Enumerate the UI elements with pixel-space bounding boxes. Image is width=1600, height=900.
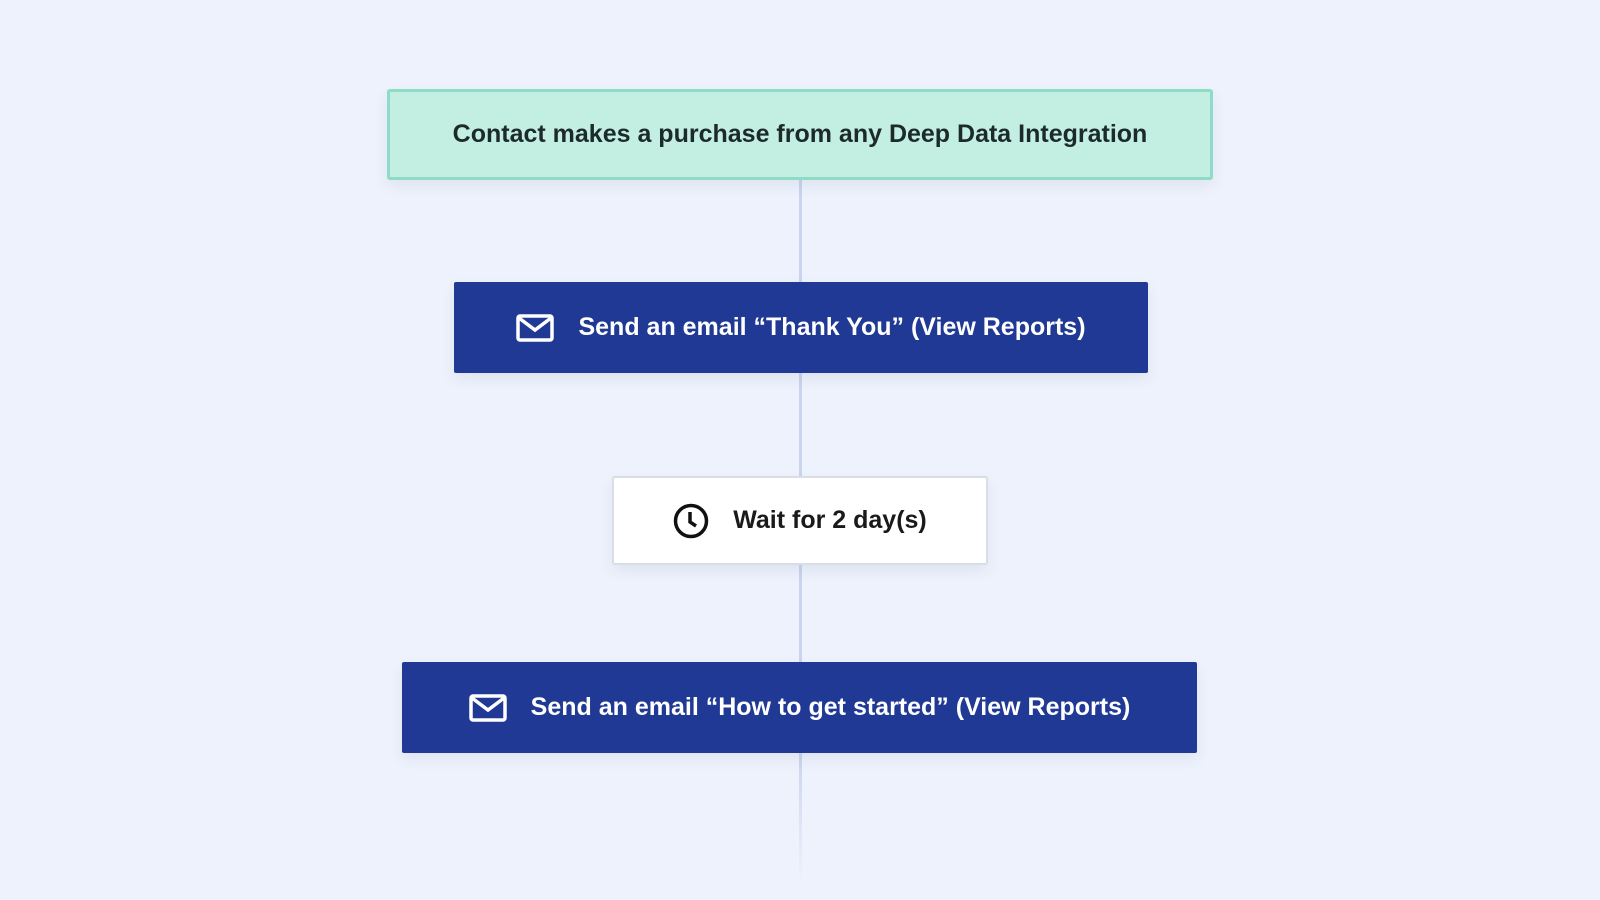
connector-line [799,565,802,662]
email-step-thank-you[interactable]: Send an email “Thank You” (View Reports) [454,282,1148,373]
connector-line [799,373,802,476]
wait-step-label: Wait for 2 day(s) [733,506,927,534]
connector-line [799,753,802,883]
clock-icon [673,503,709,539]
envelope-icon [516,313,555,342]
email-step-label: Send an email “Thank You” (View Reports) [578,313,1086,341]
email-step-how-to-get-started[interactable]: Send an email “How to get started” (View… [402,662,1197,753]
email-step-label: Send an email “How to get started” (View… [530,693,1131,721]
wait-step[interactable]: Wait for 2 day(s) [612,476,988,565]
trigger-label: Contact makes a purchase from any Deep D… [452,120,1148,148]
connector-line [799,180,802,282]
trigger-node[interactable]: Contact makes a purchase from any Deep D… [387,89,1213,180]
envelope-icon [468,693,507,722]
